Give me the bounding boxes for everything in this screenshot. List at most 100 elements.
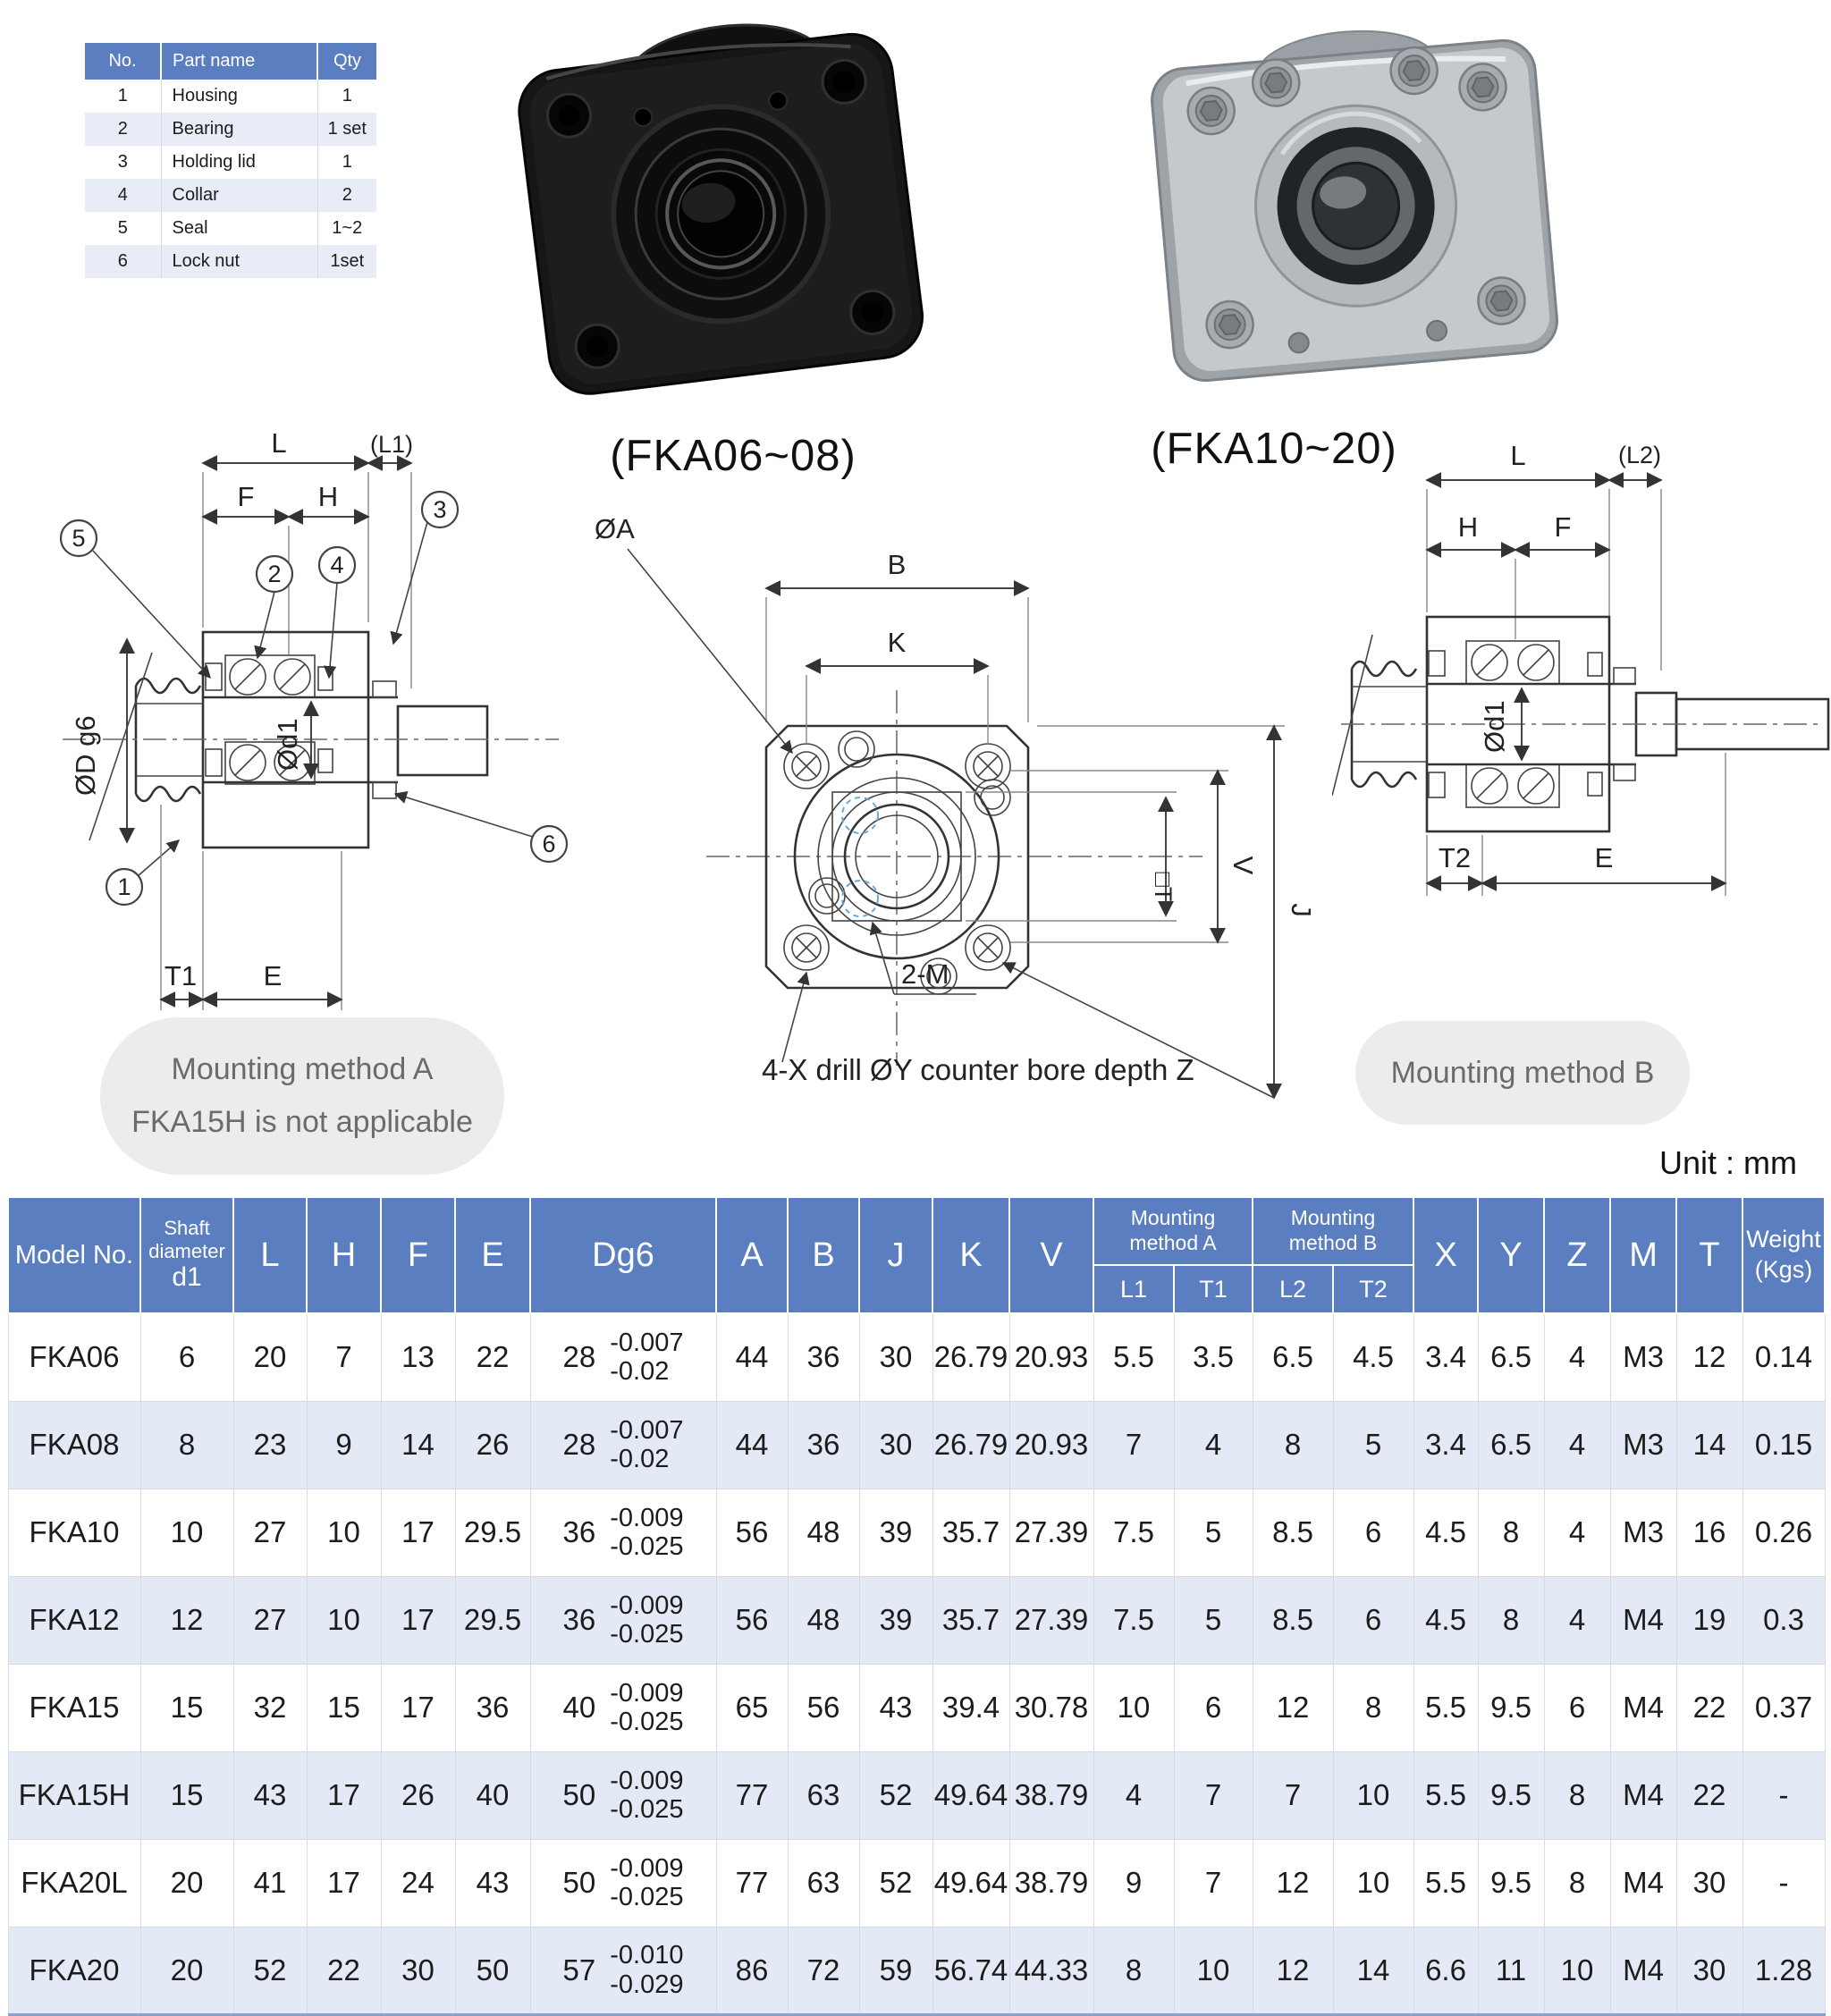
parts-header-qty: Qty — [317, 43, 376, 80]
balloon-4: 4 — [317, 545, 357, 679]
dg6-value-group: 57-0.010-0.029 — [531, 1941, 716, 1999]
col-header-j: J — [858, 1196, 933, 1314]
spec-cell-model: FKA06 — [7, 1312, 141, 1402]
spec-cell-b: 63 — [787, 1750, 860, 1840]
dg6-tolerance: -0.009-0.025 — [610, 1591, 683, 1649]
spec-cell-b: 72 — [787, 1926, 860, 2015]
spec-cell-l2: 12 — [1252, 1663, 1334, 1752]
corner-hole — [965, 743, 1011, 789]
parts-cell: 1 — [316, 146, 376, 179]
spec-cell-t1: 5 — [1173, 1575, 1253, 1665]
spec-cell-h: 17 — [306, 1750, 382, 1840]
dim-label-h-b: H — [1458, 511, 1478, 543]
tolerance-upper: -0.009 — [610, 1853, 684, 1883]
spec-cell-t: 14 — [1675, 1400, 1743, 1489]
dg6-value-group: 36-0.009-0.025 — [531, 1504, 716, 1562]
spec-cell-b: 48 — [787, 1575, 860, 1665]
dg6-tolerance: -0.009-0.025 — [610, 1854, 683, 1912]
parts-cell: 6 — [117, 251, 128, 271]
spec-cell-w: - — [1742, 1838, 1826, 1927]
spec-cell-t2: 6 — [1332, 1575, 1414, 1665]
spec-cell-d1: 15 — [139, 1663, 234, 1752]
svg-text:5: 5 — [72, 525, 85, 552]
balloon-5: 5 — [59, 519, 211, 679]
spec-cell-e: 22 — [454, 1312, 531, 1402]
spec-cell-f: 13 — [380, 1312, 456, 1402]
spec-cell-l: 32 — [232, 1663, 308, 1752]
spec-cell-h: 17 — [306, 1838, 382, 1927]
balloon-2: 2 — [254, 554, 294, 660]
spec-cell-z: 10 — [1543, 1926, 1611, 2015]
spec-cell-t1: 5 — [1173, 1488, 1253, 1577]
spec-cell-h: 10 — [306, 1575, 382, 1665]
spec-cell-w: 1.28 — [1742, 1926, 1826, 2015]
spec-cell-t: 22 — [1675, 1663, 1743, 1752]
spec-cell-e: 40 — [454, 1750, 531, 1840]
dim-label-b: B — [888, 549, 907, 580]
spec-cell-e: 43 — [454, 1838, 531, 1927]
spec-cell-k: 35.7 — [932, 1575, 1010, 1665]
tolerance-upper: -0.010 — [610, 1941, 684, 1970]
spec-cell-w: 0.3 — [1742, 1575, 1826, 1665]
col-header-x: X — [1413, 1196, 1480, 1314]
spec-cell-j: 30 — [858, 1400, 933, 1489]
spec-cell-dg6: 50-0.009-0.025 — [529, 1838, 717, 1927]
spec-cell-b: 56 — [787, 1663, 860, 1752]
spec-cell-dg6: 28-0.007-0.02 — [529, 1400, 717, 1489]
tolerance-lower: -0.02 — [610, 1445, 670, 1473]
spec-cell-w: - — [1742, 1750, 1826, 1840]
spec-cell-z: 8 — [1543, 1838, 1611, 1927]
spec-cell-d1: 6 — [139, 1312, 234, 1402]
svg-text:6: 6 — [542, 831, 555, 857]
parts-cell: Seal — [160, 212, 317, 245]
parts-cell: Bearing — [160, 113, 317, 146]
spec-cell-k: 26.79 — [932, 1312, 1010, 1402]
mounting-a-line2: method A — [1129, 1231, 1217, 1254]
col-header-f: F — [380, 1196, 456, 1314]
spec-cell-v: 38.79 — [1008, 1838, 1094, 1927]
spec-cell-b: 36 — [787, 1312, 860, 1402]
balloon-1: 1 — [105, 839, 181, 907]
dg6-value-group: 40-0.009-0.025 — [531, 1679, 716, 1737]
spec-cell-dg6: 57-0.010-0.029 — [529, 1926, 717, 2015]
corner-hole — [783, 924, 830, 971]
spec-cell-h: 7 — [306, 1312, 382, 1402]
parts-cell: Collar — [160, 179, 317, 212]
dim-label-v: V — [1228, 856, 1259, 875]
tolerance-lower: -0.025 — [610, 1620, 684, 1649]
unit-label: Unit : mm — [1658, 1144, 1797, 1181]
col-header-model: Model No. — [7, 1196, 141, 1314]
tolerance-upper: -0.009 — [610, 1503, 684, 1532]
spec-cell-b: 63 — [787, 1838, 860, 1927]
spec-cell-t1: 4 — [1173, 1400, 1253, 1489]
spec-cell-a: 65 — [715, 1663, 789, 1752]
spec-cell-v: 20.93 — [1008, 1400, 1094, 1489]
corner-bolt-holes — [545, 58, 896, 369]
shaft-line3: d1 — [172, 1262, 202, 1293]
corner-hole — [965, 924, 1011, 971]
spec-cell-x: 4.5 — [1413, 1488, 1479, 1577]
spec-cell-e: 26 — [454, 1400, 531, 1489]
spec-cell-t2: 14 — [1332, 1926, 1414, 2015]
dim-label-l2: (L2) — [1618, 442, 1661, 468]
spec-cell-l2: 12 — [1252, 1838, 1334, 1927]
spec-cell-t: 30 — [1675, 1926, 1743, 2015]
spec-cell-v: 38.79 — [1008, 1750, 1094, 1840]
col-header-weight: Weight (Kgs) — [1742, 1196, 1827, 1314]
tolerance-lower: -0.029 — [610, 1970, 684, 1999]
spec-cell-h: 15 — [306, 1663, 382, 1752]
spec-cell-f: 24 — [380, 1838, 456, 1927]
spec-cell-v: 27.39 — [1008, 1488, 1094, 1577]
spec-cell-y: 9.5 — [1477, 1750, 1545, 1840]
dim-label-e-a: E — [264, 960, 283, 991]
spec-cell-j: 52 — [858, 1838, 933, 1927]
